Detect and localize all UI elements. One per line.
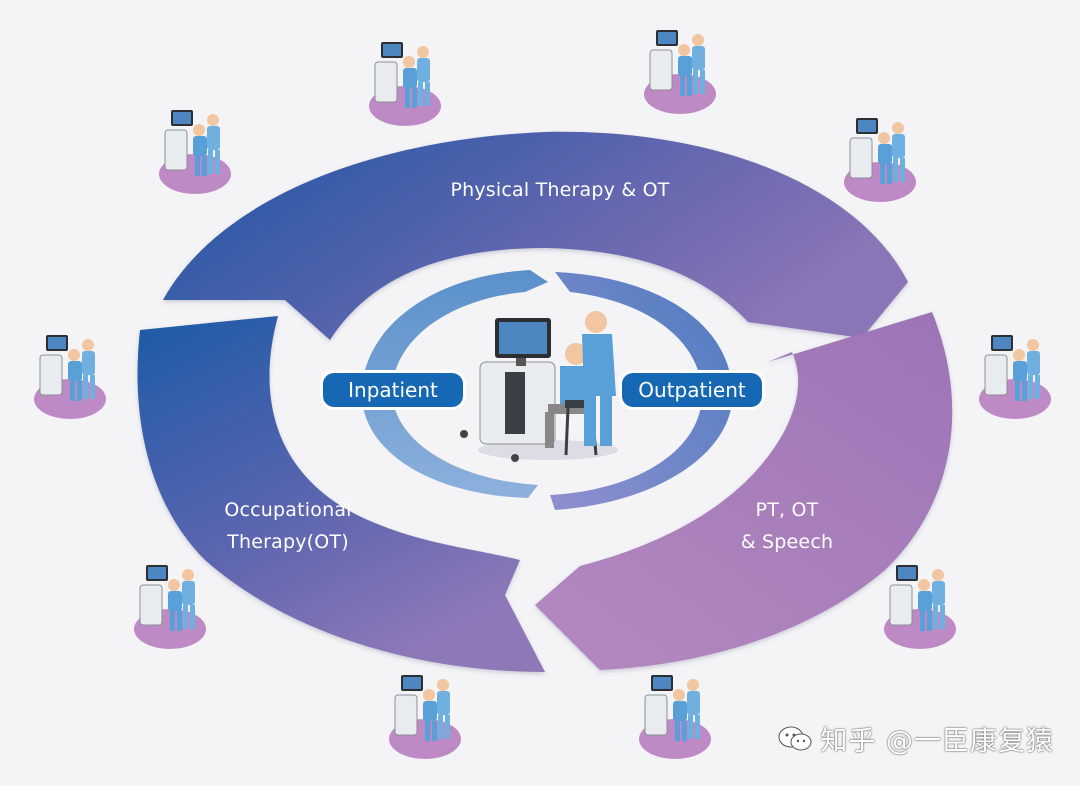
satellite-station-8: [884, 565, 956, 649]
outer-segment-top: [163, 131, 908, 340]
outer-segment-right: [535, 312, 953, 670]
satellite-station-4: [844, 118, 916, 202]
satellite-station-2: [644, 30, 716, 114]
segment-label-left: Occupational Therapy(OT): [198, 494, 378, 558]
segment-label-top: Physical Therapy & OT: [450, 179, 670, 201]
watermark-text: 知乎 @一臣康复猿: [820, 726, 1054, 757]
satellite-station-7: [134, 565, 206, 649]
satellite-station-9: [389, 675, 461, 759]
inner-arc-left: [361, 270, 548, 498]
segment-label-right: PT, OT & Speech: [712, 494, 862, 558]
satellite-stations: [34, 30, 1051, 759]
center-rehab-station: [460, 311, 618, 462]
segment-label-right-line1: PT, OT: [755, 499, 819, 521]
satellite-station-5: [34, 335, 106, 419]
satellite-station-6: [979, 335, 1051, 419]
satellite-station-10: [639, 675, 711, 759]
wechat-logo-icon: [778, 726, 812, 750]
outpatient-pill: Outpatient: [622, 373, 762, 407]
segment-label-left-line1: Occupational: [224, 499, 352, 521]
inner-arc-right: [550, 272, 733, 510]
watermark: 知乎 @一臣康复猿: [778, 719, 1054, 758]
outer-segment-left: [137, 316, 545, 672]
satellite-station-3: [159, 110, 231, 194]
satellite-station-1: [369, 42, 441, 126]
inpatient-pill: Inpatient: [323, 373, 463, 407]
segment-label-right-line2: & Speech: [740, 531, 834, 553]
segment-label-left-line2: Therapy(OT): [227, 531, 349, 553]
